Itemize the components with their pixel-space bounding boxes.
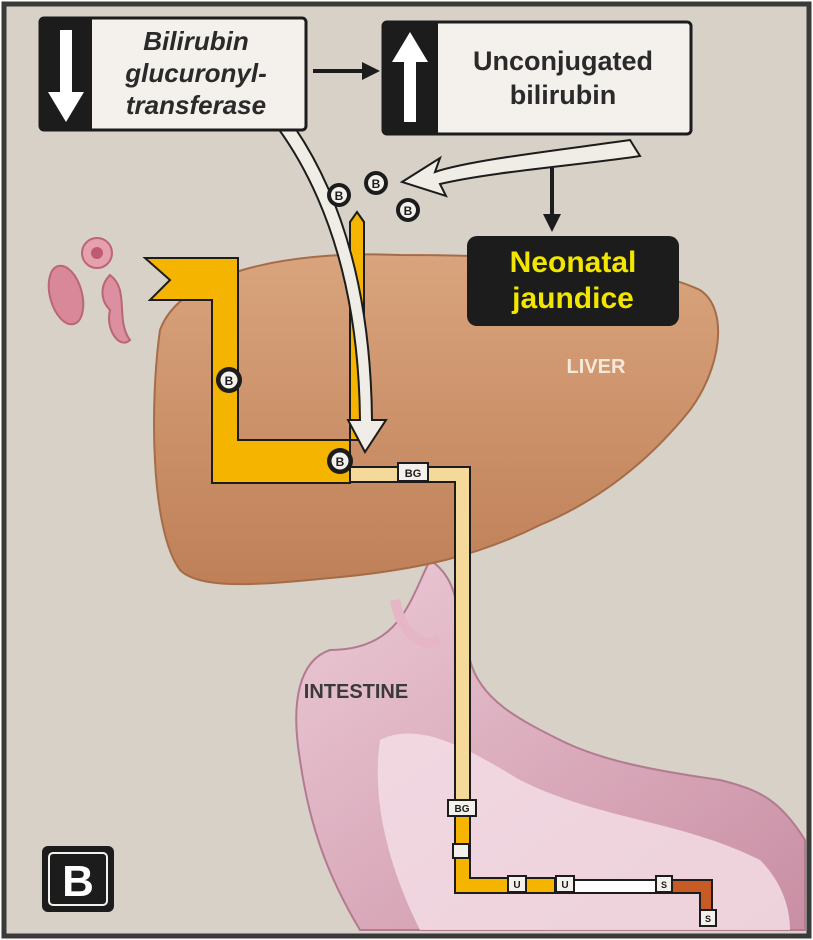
enzyme-line-1: Bilirubin	[143, 26, 248, 56]
jaundice-line-2: jaundice	[511, 282, 634, 315]
bilirubin-line-2: bilirubin	[510, 80, 616, 110]
urobilinogen-tag: U	[508, 876, 526, 892]
intestine-label: INTESTINE	[304, 681, 408, 703]
enzyme-line-2: glucuronyl-	[124, 58, 267, 88]
panel-label-text: B	[62, 857, 94, 906]
bilirubin-marker: B	[396, 198, 420, 222]
svg-text:B: B	[225, 374, 234, 388]
liver-label: LIVER	[567, 356, 626, 378]
stercobilin-tag: S	[700, 910, 716, 926]
enzyme-box: Bilirubin glucuronyl- transferase	[40, 18, 306, 130]
svg-text:S: S	[705, 914, 711, 924]
bilirubin-marker: B	[216, 367, 242, 393]
unconjugated-bilirubin-box: Unconjugated bilirubin	[383, 22, 691, 134]
enzyme-line-3: transferase	[126, 90, 266, 120]
bilirubin-line-1: Unconjugated	[473, 46, 653, 76]
bilirubin-marker: B	[327, 183, 351, 207]
svg-text:BG: BG	[455, 804, 470, 815]
neonatal-jaundice-box: Neonatal jaundice	[467, 236, 679, 326]
conjugated-bilirubin-tag: BG	[398, 463, 428, 481]
svg-text:BG: BG	[405, 468, 422, 480]
svg-text:B: B	[336, 455, 345, 469]
svg-text:U: U	[513, 880, 520, 891]
panel-label: B	[42, 846, 114, 912]
svg-text:U: U	[561, 880, 568, 891]
urobilinogen-tag: U	[556, 876, 574, 892]
jaundice-line-1: Neonatal	[510, 246, 637, 279]
svg-text:S: S	[661, 880, 667, 890]
svg-text:B: B	[372, 177, 381, 191]
svg-text:B: B	[404, 204, 413, 218]
stercobilin-tag: S	[656, 876, 672, 892]
conjugated-bilirubin-tag: BG	[448, 800, 476, 816]
bilirubin-marker: B	[327, 448, 353, 474]
svg-text:B: B	[335, 189, 344, 203]
bilirubin-marker: B	[364, 171, 388, 195]
conjugated-bilirubin-tag	[453, 844, 469, 858]
